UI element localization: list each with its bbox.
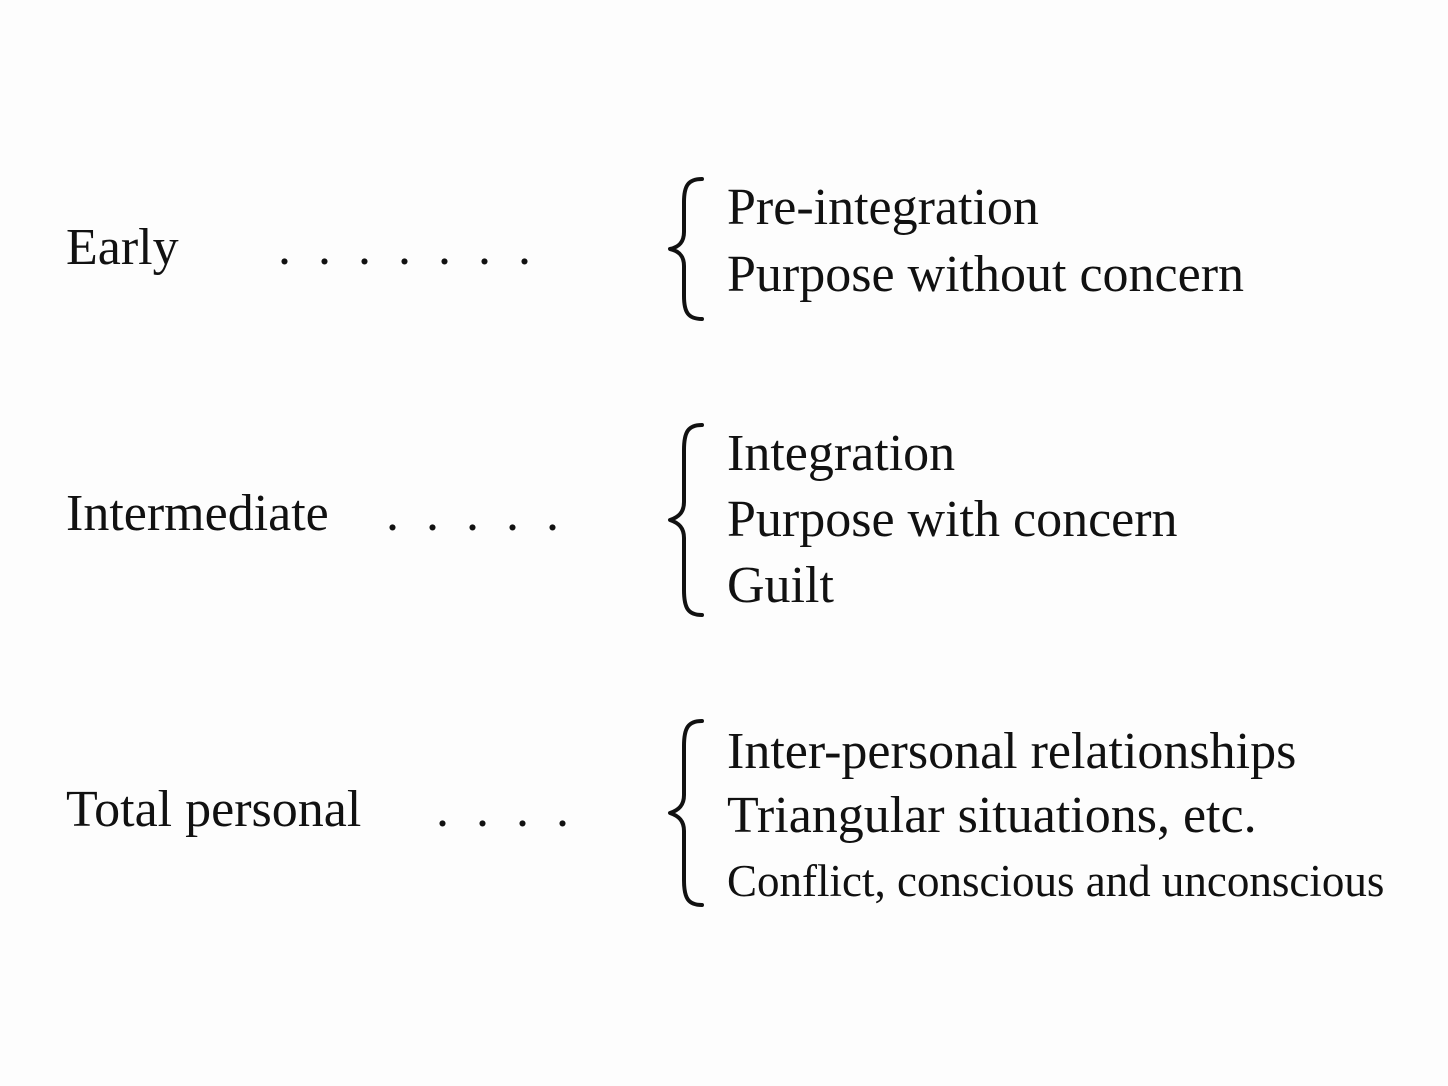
- item-triangular-situations: Triangular situations, etc.: [727, 787, 1257, 844]
- brace-total-personal: [668, 719, 704, 907]
- dot-leader-early: . . . . . . .: [278, 219, 531, 276]
- dot-leader-total-personal: . . . .: [436, 781, 569, 838]
- item-integration: Integration: [727, 425, 956, 482]
- item-inter-personal-relationships: Inter-personal relationships: [727, 723, 1297, 780]
- brace-intermediate: [668, 423, 704, 617]
- dot-leader-intermediate: . . . . .: [386, 485, 559, 542]
- item-purpose-with-concern: Purpose with concern: [727, 491, 1178, 548]
- stage-label-intermediate: Intermediate: [66, 485, 329, 542]
- item-guilt: Guilt: [727, 557, 834, 614]
- stage-label-total-personal: Total personal: [66, 781, 362, 838]
- item-pre-integration: Pre-integration: [727, 179, 1039, 236]
- item-conflict-conscious-unconscious: Conflict, conscious and unconscious: [727, 856, 1385, 906]
- brace-early: [668, 177, 704, 321]
- item-purpose-without-concern: Purpose without concern: [727, 246, 1245, 303]
- stage-label-early: Early: [66, 219, 179, 276]
